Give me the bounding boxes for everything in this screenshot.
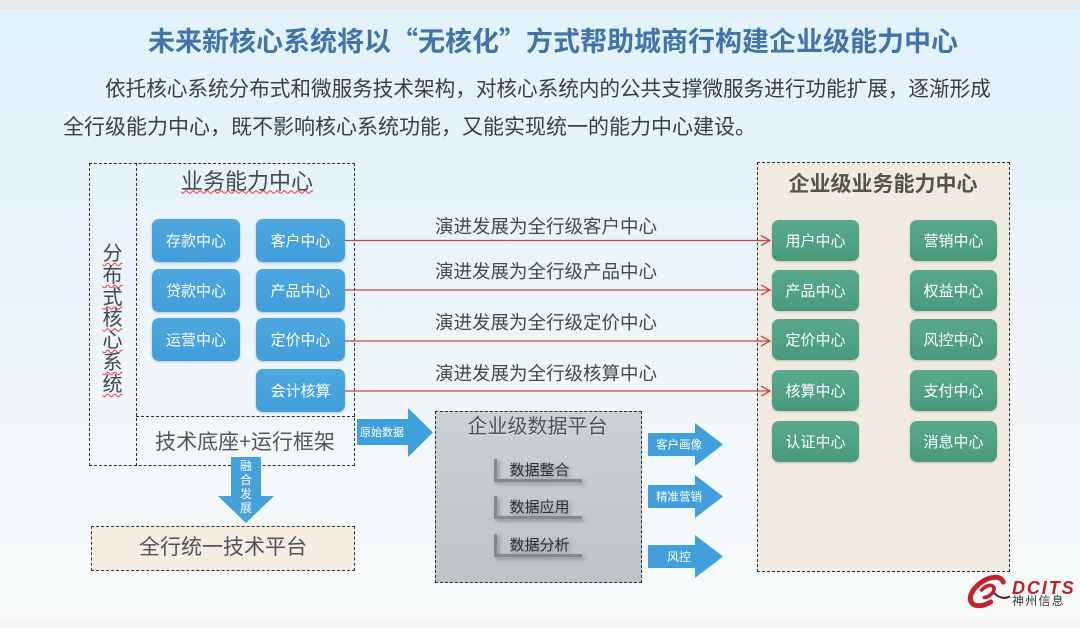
svg-text:发: 发 xyxy=(240,485,252,502)
svg-text:融: 融 xyxy=(240,457,252,474)
svg-text:原始数据: 原始数据 xyxy=(360,424,404,440)
svg-text:客户画像: 客户画像 xyxy=(656,437,702,453)
svg-text:展: 展 xyxy=(240,499,252,516)
svg-text:风控: 风控 xyxy=(667,548,691,565)
svg-text:合: 合 xyxy=(240,471,252,488)
svg-text:精准营销: 精准营销 xyxy=(656,489,702,505)
